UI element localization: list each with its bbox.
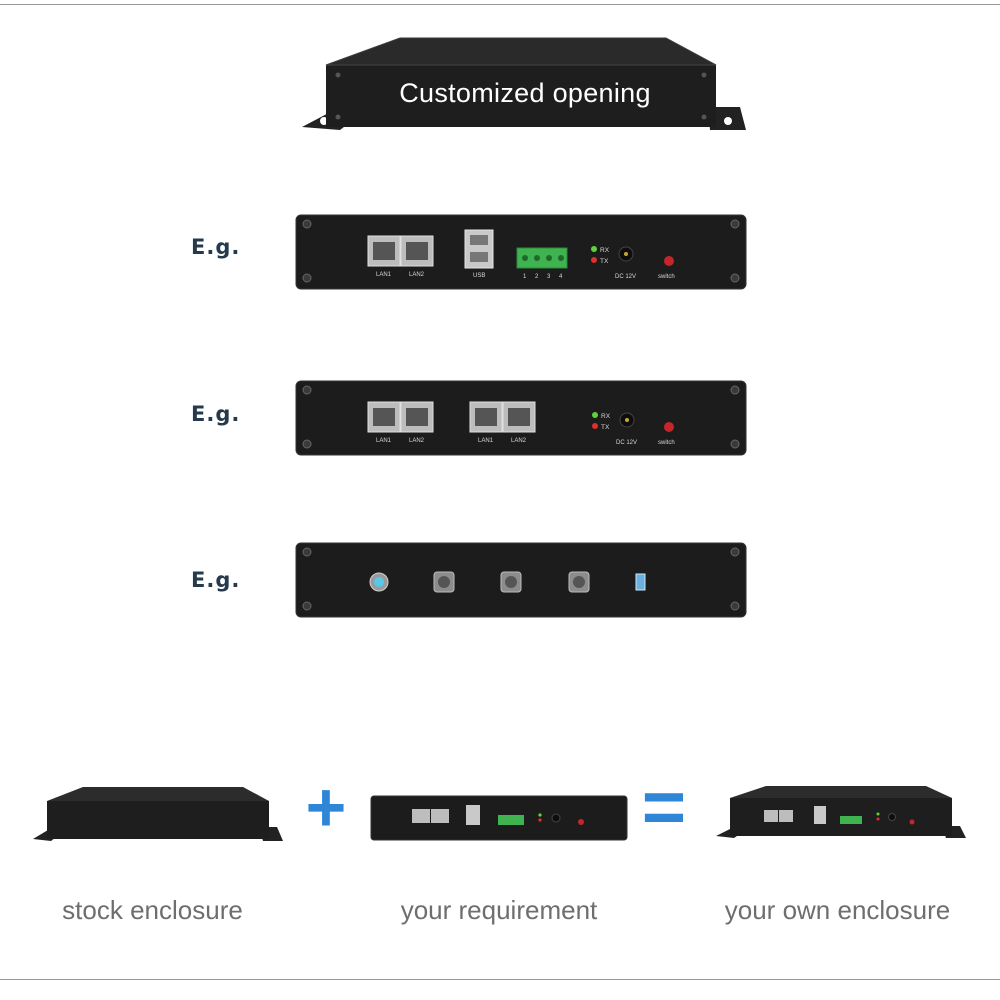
terminal-1: 1 bbox=[523, 274, 527, 280]
lan2b-label: LAN2 bbox=[511, 438, 527, 444]
caption-your-own-enclosure: your own enclosure bbox=[724, 895, 951, 925]
bottom-divider bbox=[0, 979, 1000, 980]
small-usb-port bbox=[635, 573, 646, 591]
requirement-panel-image bbox=[370, 795, 628, 841]
front-panel-aviation-connectors bbox=[295, 542, 747, 618]
terminal-3: 3 bbox=[547, 274, 551, 280]
hero-title: Customized opening bbox=[399, 78, 651, 108]
caption-stock-enclosure: stock enclosure bbox=[62, 895, 243, 925]
lan1a-label: LAN1 bbox=[376, 438, 392, 444]
switch-label-2: switch bbox=[658, 440, 675, 446]
terminal-2: 2 bbox=[535, 274, 539, 280]
rx-led bbox=[591, 246, 597, 252]
terminal-4: 4 bbox=[559, 274, 563, 280]
front-panel-quad-lan: LAN1 LAN2 LAN1 LAN2 RX TX DC 12V switch bbox=[295, 380, 747, 456]
tx-label: TX bbox=[600, 258, 609, 265]
stock-enclosure-image bbox=[33, 787, 283, 841]
top-divider bbox=[0, 4, 1000, 5]
lan1b-label: LAN1 bbox=[478, 438, 494, 444]
tx-label-2: TX bbox=[601, 424, 610, 431]
tx-led bbox=[591, 257, 597, 263]
enclosure-3d-image bbox=[302, 37, 746, 130]
lan1-label: LAN1 bbox=[376, 272, 392, 278]
power-switch bbox=[664, 256, 674, 266]
example-label-1: E.g. bbox=[191, 235, 241, 259]
usb-label: USB bbox=[473, 273, 485, 279]
dc-label-2: DC 12V bbox=[616, 440, 637, 446]
example-label-2: E.g. bbox=[191, 402, 241, 426]
switch-label: switch bbox=[658, 274, 675, 280]
dc-label: DC 12V bbox=[615, 274, 636, 280]
rx-label: RX bbox=[600, 247, 610, 254]
lan2-label: LAN2 bbox=[409, 272, 425, 278]
lan2a-label: LAN2 bbox=[409, 438, 425, 444]
equals-operator: = bbox=[641, 765, 687, 850]
terminal-block bbox=[516, 247, 568, 269]
rx-label-2: RX bbox=[601, 413, 611, 420]
example-label-3: E.g. bbox=[191, 568, 241, 592]
own-enclosure-image bbox=[716, 786, 966, 838]
front-panel-usb-terminal: LAN1 LAN2 USB 1 2 3 4 RX TX DC 12V switc… bbox=[295, 214, 747, 290]
plus-operator: + bbox=[305, 768, 347, 846]
caption-your-requirement: your requirement bbox=[400, 895, 598, 925]
